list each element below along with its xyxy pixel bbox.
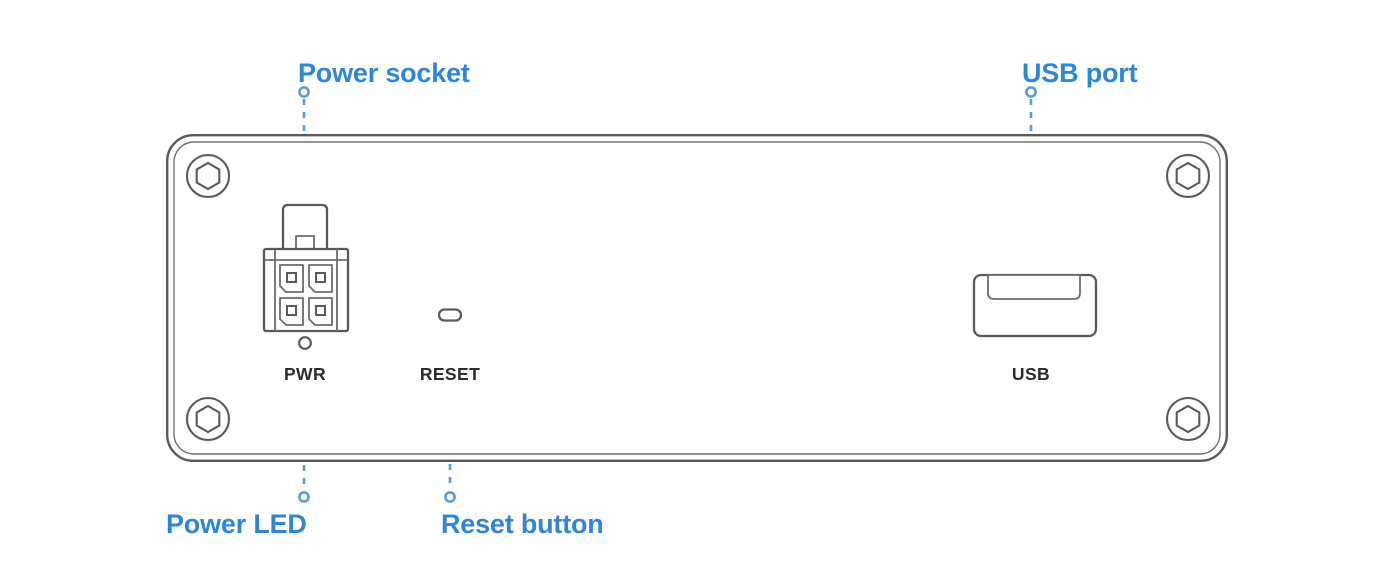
usb-port-tongue <box>987 274 1081 300</box>
power-socket-connector[interactable] <box>262 203 350 333</box>
usb-port-connector[interactable] <box>972 273 1098 338</box>
panel-inner-border <box>173 141 1221 455</box>
callout-label-power-led: Power LED <box>166 509 307 539</box>
hex-socket-icon <box>1175 404 1201 434</box>
power-led-indicator <box>298 336 312 350</box>
panel-outer-border <box>165 133 1228 463</box>
device-panel <box>165 133 1228 463</box>
connector-latch-tab <box>281 203 329 252</box>
hex-socket-icon <box>195 404 221 434</box>
callout-label-power-socket: Power socket <box>298 58 470 88</box>
panel-label-reset: RESET <box>420 364 480 384</box>
leader-dot-usb-port <box>1025 86 1037 98</box>
screw-bottom-left <box>185 396 231 442</box>
screw-bottom-right <box>1165 396 1211 442</box>
panel-silkscreen-labels: PWR RESET USB <box>284 364 1050 384</box>
panel-label-usb: USB <box>1012 364 1050 384</box>
screw-top-right <box>1165 153 1211 199</box>
callout-label-usb-port: USB port <box>1022 58 1138 88</box>
connector-pin-3 <box>286 305 297 316</box>
reset-button-slot <box>437 308 463 322</box>
screw-top-left <box>185 153 231 199</box>
connector-pin-2 <box>315 272 326 283</box>
panel-label-pwr: PWR <box>284 364 326 384</box>
callout-labels: Power socket USB port Power LED Reset bu… <box>166 58 1138 539</box>
panel-screws <box>185 153 1211 442</box>
connector-pin-1 <box>286 272 297 283</box>
hex-socket-icon <box>1175 161 1201 191</box>
power-led-circle <box>298 336 312 350</box>
leader-dots <box>298 86 1037 503</box>
connector-pin-4 <box>315 305 326 316</box>
hex-socket-icon <box>195 161 221 191</box>
leader-dot-power-led <box>298 491 310 503</box>
reset-button-pinhole[interactable] <box>437 308 463 322</box>
connector-body <box>262 247 350 333</box>
leader-dot-reset-button <box>444 491 456 503</box>
leader-dot-power-socket <box>298 86 310 98</box>
callout-label-reset-button: Reset button <box>441 509 604 539</box>
